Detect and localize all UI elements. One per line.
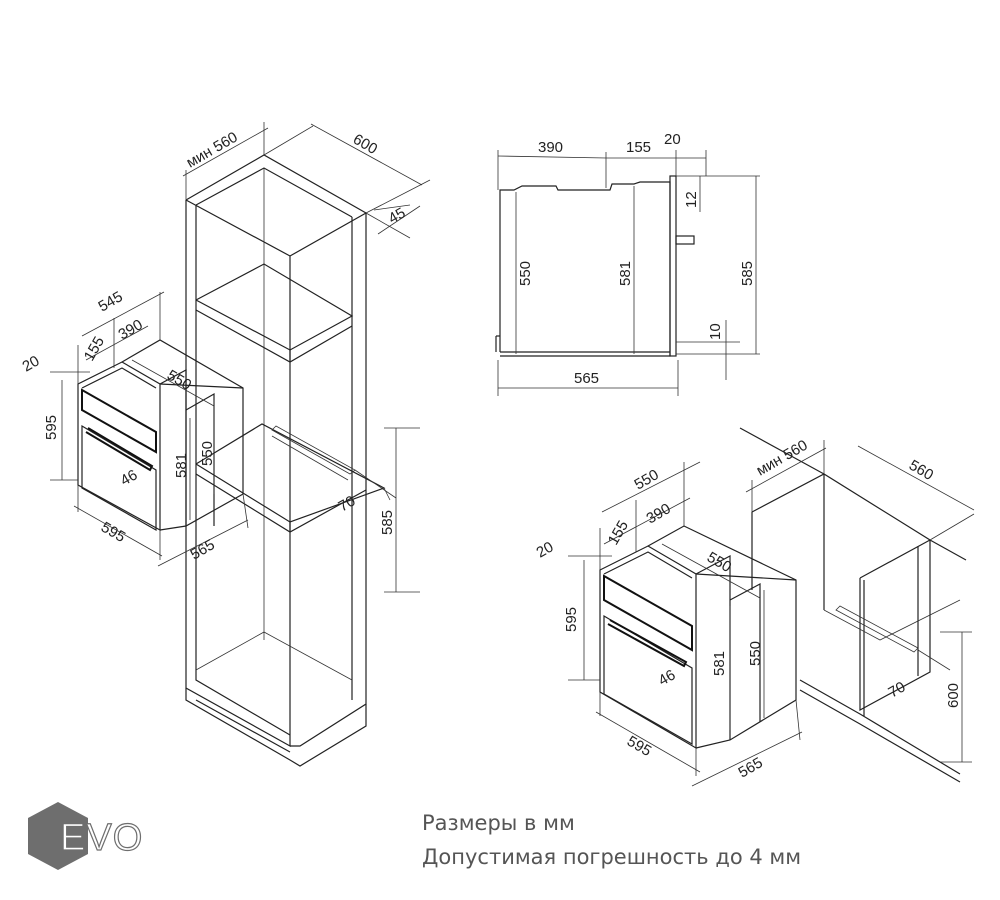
- oven-right-handle46-label: 46: [656, 666, 679, 689]
- oven-right-h595-label: 595: [563, 607, 580, 632]
- oven-right-a20-label: 20: [534, 538, 557, 561]
- oven-left-a155-label: 155: [81, 334, 108, 364]
- side-b10-label: 10: [707, 323, 724, 340]
- oven-left-a20-label: 20: [20, 352, 43, 375]
- oven-right: 550 155 390 20 550 595 581 550 46 595 56…: [534, 461, 803, 787]
- side-b565-label: 565: [574, 370, 599, 387]
- oven-right-d565-label: 565: [736, 754, 766, 781]
- side-t390-label: 390: [538, 139, 563, 156]
- side-t155-label: 155: [626, 139, 651, 156]
- cabinet-niche-height-label: 585: [379, 510, 396, 535]
- tall-cabinet: мин 560 600 45 70 585: [182, 122, 431, 767]
- under-depth-label: 560: [906, 457, 936, 484]
- oven-right-a155-label: 155: [605, 518, 632, 548]
- cabinet-depth-label: 600: [350, 131, 380, 158]
- logo-text: EVO: [60, 817, 143, 859]
- evo-logo: EVO: [28, 802, 143, 870]
- under-vent-label: 70: [886, 678, 909, 701]
- logo-hexagon-icon: [28, 802, 88, 870]
- cabinet-vent-label: 70: [336, 492, 359, 515]
- oven-left-handle46-label: 46: [118, 466, 141, 489]
- oven-right-top550-label: 550: [632, 466, 662, 493]
- units-note: Размеры в мм: [422, 811, 575, 835]
- oven-right-w595-label: 595: [624, 733, 654, 760]
- side-h585-label: 585: [739, 261, 756, 286]
- oven-left-h550-label: 550: [199, 441, 216, 466]
- oven-left-depth-total-label: 545: [96, 288, 126, 315]
- oven-right-a390-label: 390: [644, 500, 674, 527]
- oven-left: 545 155 390 20 550 595 581 550 46 595 56…: [20, 288, 249, 567]
- side-h550-label: 550: [517, 261, 534, 286]
- side-h581-label: 581: [617, 261, 634, 286]
- side-t12-label: 12: [683, 191, 700, 208]
- cabinet-gap-label: 45: [386, 204, 409, 227]
- cabinet-min-width-label: мин 560: [184, 129, 241, 172]
- oven-left-d565-label: 565: [188, 536, 218, 563]
- under-counter-cabinet: мин 560 560 70 600: [739, 427, 975, 783]
- side-t20-label: 20: [664, 131, 681, 148]
- oven-left-top550-label: 550: [164, 367, 194, 394]
- oven-left-h581-label: 581: [173, 453, 190, 478]
- tolerance-note: Допустимая погрешность до 4 мм: [422, 845, 802, 869]
- oven-left-w595-label: 595: [98, 519, 128, 546]
- oven-left-h595-label: 595: [43, 415, 60, 440]
- oven-right-h581-label: 581: [711, 651, 728, 676]
- side-view: 390 155 20 12 550 581 585 10 565: [495, 131, 760, 396]
- under-height-label: 600: [945, 683, 962, 708]
- oven-left-a390-label: 390: [116, 316, 146, 343]
- oven-right-h550-label: 550: [747, 641, 764, 666]
- under-min-width-label: мин 560: [754, 437, 811, 480]
